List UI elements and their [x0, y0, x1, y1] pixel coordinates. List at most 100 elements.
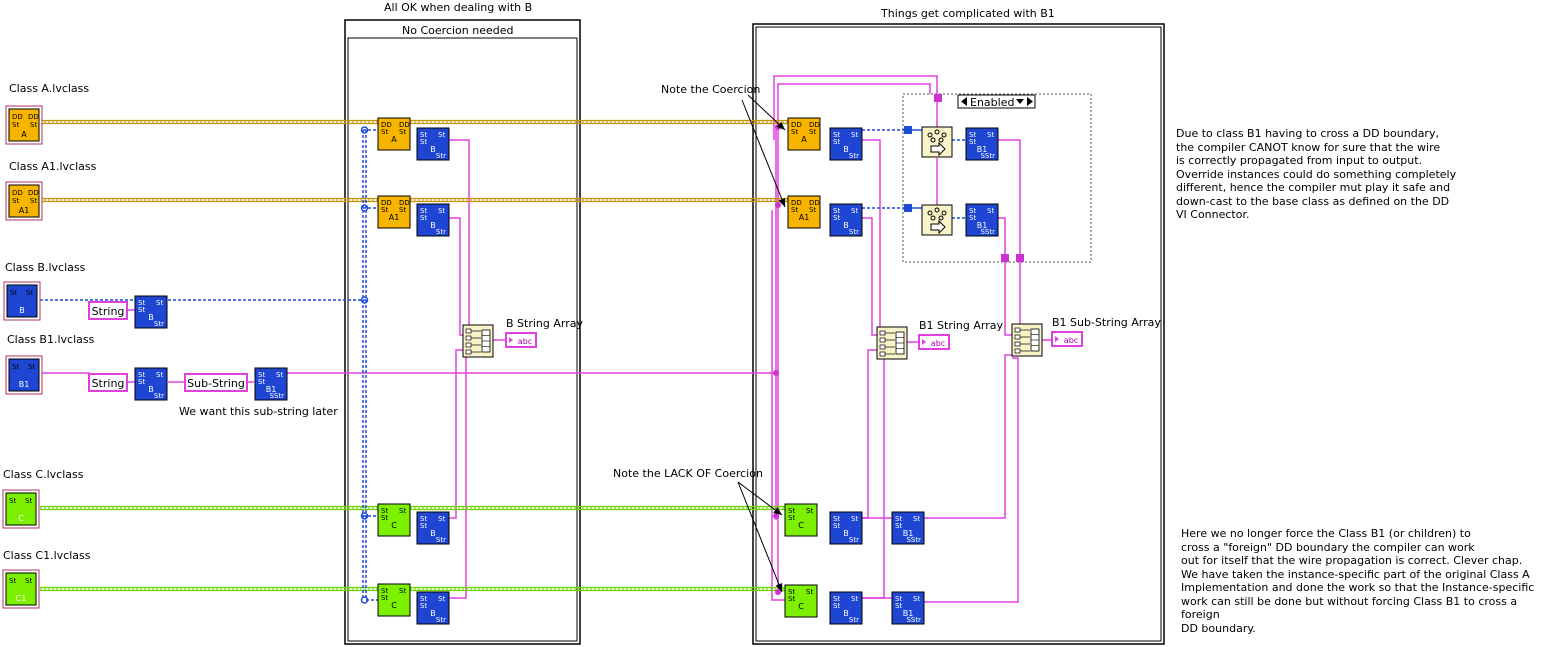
indicator-text: abc	[518, 337, 532, 346]
coercion-arrow	[741, 99, 786, 208]
terminal-label: St	[138, 371, 145, 379]
right-frame-title: Things get complicated with B1	[881, 7, 1055, 20]
terminal-label: St	[12, 197, 19, 205]
terminal-label: St	[381, 507, 388, 515]
terminal-label: St	[969, 131, 976, 139]
build-array-input	[465, 328, 472, 334]
subvi-body	[134, 295, 168, 329]
function-label: String	[92, 377, 125, 390]
terminal-label: St	[420, 522, 427, 530]
terminal-label: St	[788, 588, 795, 596]
terminal-label: St	[420, 207, 427, 215]
terminal-label: St	[809, 206, 816, 214]
subvi-body	[784, 503, 818, 537]
terminal-label: Str	[154, 320, 164, 328]
terminal-label: St	[833, 207, 840, 215]
note-lack-of-coercion: Note the LACK OF Coercion	[613, 467, 763, 480]
cast-glyph	[927, 210, 933, 216]
string-wire	[771, 210, 786, 601]
terminal-label: St	[833, 214, 840, 222]
terminal-label: DD	[399, 199, 410, 207]
b1-string-array-label: B1 String Array	[919, 319, 1003, 332]
constant-body	[8, 358, 40, 392]
terminal-label: SStr	[269, 392, 284, 400]
tunnel	[904, 204, 912, 212]
terminal-label: St	[895, 515, 902, 523]
terminal-label: Str	[436, 616, 446, 624]
terminal-label: DD	[28, 113, 39, 121]
terminal-label: St	[399, 587, 406, 595]
node-label: B	[430, 221, 436, 230]
wire-junction	[360, 512, 369, 520]
build-array-input	[1014, 341, 1021, 347]
indicator-frame	[918, 334, 950, 350]
cast-glyph	[941, 132, 947, 138]
subvi-body	[965, 203, 999, 237]
disable-structure	[902, 93, 1092, 263]
terminal-label: St	[399, 507, 406, 515]
class-a-wire	[40, 119, 380, 125]
terminal-label: St	[913, 595, 920, 603]
tunnel	[904, 126, 912, 134]
terminal-label: Str	[849, 536, 859, 544]
function-frame	[184, 373, 248, 392]
terminal-label: DD	[28, 189, 39, 197]
node-label: B	[430, 145, 436, 154]
node-label: B	[430, 529, 436, 538]
cast-arrow	[930, 219, 946, 235]
terminal-label: St	[438, 515, 445, 523]
lack-coercion-arrow-head	[775, 583, 783, 592]
terminal-label: St	[420, 138, 427, 146]
indicator-arrow	[1055, 336, 1059, 342]
build-array-node	[1011, 323, 1043, 357]
terminal-label: DD	[12, 189, 23, 197]
node-label: B	[148, 313, 154, 322]
build-array-input	[1014, 327, 1021, 333]
node-label: B	[843, 145, 849, 154]
class-a-wire	[410, 119, 790, 125]
terminal-label: DD	[791, 199, 802, 207]
terminal-label: Str	[436, 228, 446, 236]
terminal-label: St	[791, 128, 798, 136]
terminal-label: Str	[436, 536, 446, 544]
left-frame-title: All OK when dealing with B	[384, 1, 533, 14]
terminal-label: St	[28, 363, 35, 371]
subvi-body	[784, 584, 818, 618]
b-string-array-label: B String Array	[506, 317, 583, 330]
string-wire	[862, 139, 881, 346]
want-substring-note: We want this sub-string later	[179, 405, 338, 418]
string-wire	[449, 139, 470, 346]
terminal-label: St	[25, 577, 32, 585]
b1-sub-string-array-indicator: abc	[1051, 331, 1083, 347]
terminal-label: St	[420, 595, 427, 603]
cast-glyph	[941, 210, 947, 216]
string-function: String	[88, 301, 128, 320]
terminal-label: St	[895, 522, 902, 530]
cast-glyph	[927, 132, 933, 138]
build-array-input	[879, 330, 886, 336]
terminal-label: St	[420, 515, 427, 523]
subvi-body	[891, 511, 925, 545]
terminal-label: SStr	[980, 152, 995, 160]
terminal-label: St	[788, 507, 795, 515]
constant-body	[8, 184, 40, 218]
wire-junction	[773, 370, 779, 376]
string-wire	[449, 217, 463, 336]
class-a1-wire	[40, 197, 380, 203]
class-b-wire	[365, 130, 380, 601]
coercion-junction	[775, 202, 781, 208]
terminal-label: St	[26, 289, 33, 297]
subvi-body	[134, 367, 168, 401]
b1-string-array-indicator: abc	[918, 334, 950, 350]
